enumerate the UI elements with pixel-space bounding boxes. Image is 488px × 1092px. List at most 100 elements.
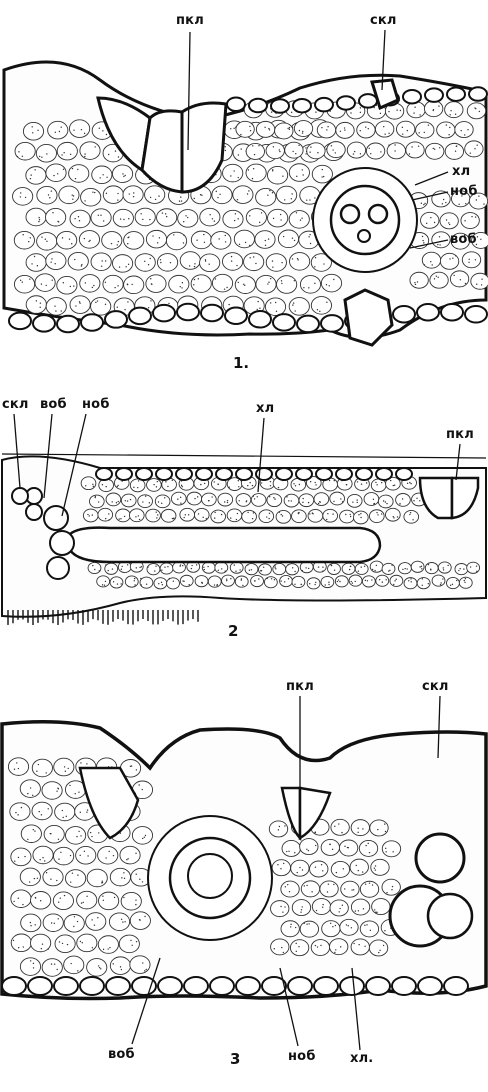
mesophyll-cell [354, 562, 369, 575]
mesophyll-cell [264, 297, 287, 316]
mesophyll-cell [311, 898, 332, 915]
mesophyll-cell [146, 563, 161, 576]
mesophyll-cell [359, 880, 380, 898]
mesophyll-cell [193, 507, 210, 522]
panel-2-leaf-section: скл воб ноб хл пкл 2 [0, 388, 488, 650]
mesophyll-cell [42, 913, 64, 932]
mesophyll-cell [395, 493, 411, 507]
mesophyll-cell [370, 858, 390, 876]
mesophyll-cell [20, 824, 42, 843]
mesophyll-cell [9, 802, 31, 821]
mesophyll-cell [381, 840, 402, 858]
mesophyll-cell [67, 251, 89, 271]
mesophyll-cell [359, 920, 380, 938]
mesophyll-cell [210, 231, 232, 250]
mesophyll-cell [47, 120, 69, 140]
mesophyll-cell [79, 141, 101, 160]
mesophyll-cell [134, 207, 156, 227]
mesophyll-cell [410, 560, 425, 573]
mesophyll-cell [42, 867, 64, 887]
epidermis-cell [424, 87, 444, 103]
mesophyll-cell [210, 509, 226, 524]
mesophyll-cell [270, 938, 290, 956]
mesophyll-cell [454, 121, 474, 139]
mesophyll-cell [348, 574, 363, 587]
mesophyll-cell [222, 163, 244, 183]
mesophyll-cell [165, 231, 188, 251]
mesophyll-cell [281, 840, 301, 857]
mesophyll-cell [22, 122, 45, 141]
mesophyll-cell [14, 141, 36, 161]
mesophyll-cell [87, 561, 102, 575]
epidermis-cell [155, 467, 173, 481]
mesophyll-cell [326, 141, 346, 159]
epidermis-cell [446, 86, 466, 102]
mesophyll-cell [356, 121, 376, 139]
mesophyll-cell [80, 187, 102, 207]
mesophyll-cell [431, 231, 451, 249]
mesophyll-cell [310, 939, 331, 956]
mesophyll-cell [267, 165, 289, 185]
panel-1-drawing [2, 29, 488, 347]
epidermis-cell [152, 303, 176, 323]
mesophyll-cell [444, 101, 464, 119]
mesophyll-cell [105, 492, 122, 507]
mesophyll-cell [385, 476, 401, 491]
mesophyll-cell [250, 574, 264, 588]
panel-1-sclerenchyma [343, 78, 400, 347]
mesophyll-cell [222, 252, 244, 271]
mesophyll-cell [381, 562, 396, 575]
mesophyll-cell [386, 142, 406, 160]
mesophyll-cell [69, 119, 91, 138]
mesophyll-cell [334, 575, 349, 588]
epidermis-cell [375, 467, 393, 481]
mesophyll-cell [129, 955, 151, 974]
mesophyll-cell [25, 166, 47, 185]
mesophyll-cell [299, 275, 322, 294]
mesophyll-cell [241, 509, 257, 524]
mesophyll-cell [439, 252, 460, 270]
mesophyll-cell [25, 295, 47, 314]
mesophyll-cell [446, 577, 460, 590]
mesophyll-cell [172, 561, 186, 574]
epidermis-cell [32, 314, 56, 333]
mesophyll-cell [124, 575, 139, 588]
mesophyll-cell [271, 859, 292, 877]
mesophyll-cell [300, 880, 321, 898]
mesophyll-cell [76, 890, 98, 910]
mesophyll-cell [134, 253, 156, 272]
epidermis-cell [314, 96, 334, 113]
epidermis-cell [358, 93, 378, 109]
label-nob: ноб [288, 1049, 316, 1064]
mesophyll-cell [217, 492, 234, 507]
mesophyll-cell [291, 509, 307, 524]
label-vob: воб [40, 397, 67, 412]
mesophyll-cell [90, 297, 112, 316]
panel-3-vascular-bundle-left [147, 815, 273, 941]
mesophyll-cell [101, 231, 123, 250]
mesophyll-cell [309, 860, 329, 878]
mesophyll-cell [243, 252, 265, 272]
mesophyll-cell [194, 575, 209, 588]
epidermis-cell [320, 314, 344, 333]
mesophyll-cell [58, 185, 80, 205]
epidermis-cell [128, 306, 152, 326]
mesophyll-cell [429, 271, 449, 289]
label-skl: скл [370, 13, 397, 28]
mesophyll-cell [436, 121, 456, 139]
mesophyll-cell [115, 508, 131, 523]
epidermis-cell [443, 976, 469, 996]
mesophyll-cell [358, 839, 379, 857]
epidermis-cell [255, 467, 273, 481]
epidermis-cell [296, 314, 320, 334]
mesophyll-cell [45, 163, 67, 182]
epidermis-cell [27, 976, 53, 996]
epidermis-cell [95, 467, 113, 481]
epidermis-cell [295, 467, 313, 481]
mesophyll-cell [119, 845, 141, 865]
mesophyll-cell [54, 802, 76, 822]
mesophyll-cell [145, 229, 168, 249]
epidermis-cell [391, 976, 417, 996]
mesophyll-cell [466, 561, 481, 574]
mesophyll-cell [56, 276, 78, 295]
